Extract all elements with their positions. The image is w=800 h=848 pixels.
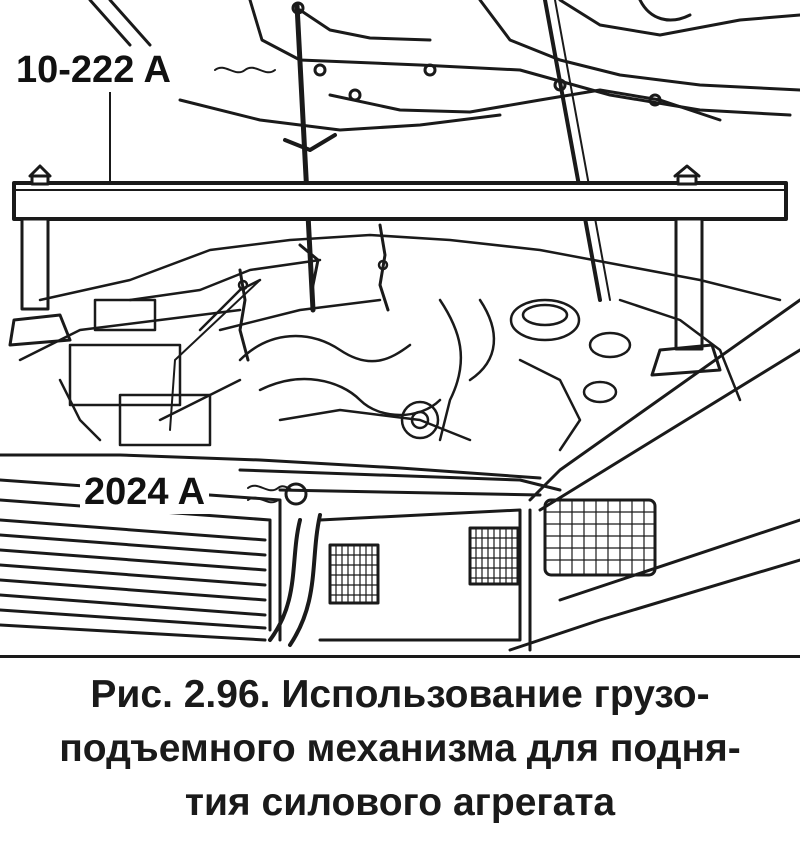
hood-strut: [543, 0, 611, 302]
caption-divider: [0, 655, 800, 658]
crossbeam-legs: [8, 217, 722, 377]
caption-line-3: тия силового агрегата: [184, 781, 616, 824]
engine-lift-illustration: 10-222 A 2024 A: [0, 0, 800, 652]
front-support-and-grille: [0, 66, 800, 652]
tool-label-support: 2024 A: [80, 470, 210, 514]
engine-assembly: [18, 223, 782, 452]
caption-line-2: подъемного механизма для подня-: [59, 727, 741, 770]
tool-label-crossbeam: 10-222 A: [12, 48, 175, 92]
caption-line-1: Рис. 2.96. Использование грузо-: [90, 673, 710, 716]
figure-caption: Рис. 2.96. Использование грузо- подъемно…: [0, 668, 800, 830]
engine-bay-drawing: [0, 0, 800, 652]
raised-hood: [88, 0, 800, 132]
lifting-crossbeam: [12, 89, 788, 221]
